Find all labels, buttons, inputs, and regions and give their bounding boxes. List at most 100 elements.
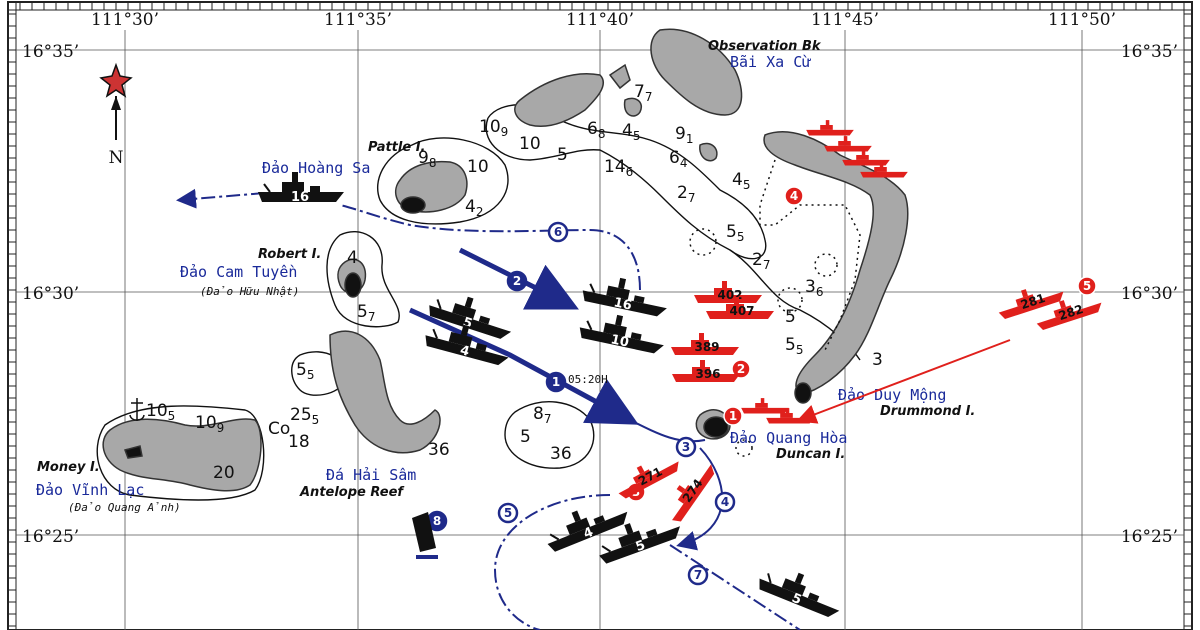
depth-sounding-fraction: 5 (633, 129, 641, 143)
pattle-english-label: Pattle I. (368, 140, 425, 155)
north-reef-island (514, 73, 605, 127)
blue-step-number: 3 (682, 440, 690, 454)
north-star-arrow-icon (99, 62, 133, 98)
antelope-vietnamese-label: Đá Hải Sâm (326, 466, 416, 484)
small-island-b (623, 97, 642, 117)
blue-step-marker: 6 (547, 221, 569, 243)
depth-sounding: 4 (347, 248, 358, 268)
blue-step-number: 8 (433, 514, 441, 528)
robert-vietnamese-label: Đảo Cam Tuyền (180, 263, 297, 281)
blue-tracks (176, 188, 801, 630)
red-step-marker: 5 (1077, 276, 1097, 296)
longitude-labels: 111°30’ 111°35’ 111°40’ 111°45’ 111°50’ (91, 10, 1116, 30)
depth-sounding: 20 (213, 463, 235, 483)
depth-sounding-fraction: 9 (217, 421, 225, 435)
red-ship: 282 (1032, 289, 1104, 332)
drummond-english-label: Drummond I. (880, 404, 975, 419)
depth-sounding-fraction: 9 (501, 125, 509, 139)
blue-ship: 16 (579, 269, 673, 320)
depth-sounding-fraction: 7 (368, 310, 376, 324)
latitude-label: 16°35’ (1121, 42, 1178, 62)
blue-step-number: 5 (504, 506, 512, 520)
latitude-label: 16°30’ (1121, 284, 1178, 304)
depth-sounding-fraction: 8 (598, 127, 606, 141)
grid-lines (16, 30, 1184, 630)
longitude-label: 111°35’ (324, 10, 392, 30)
depth-sounding: 10 (519, 134, 541, 154)
robert-black-islet (344, 272, 362, 298)
blue-step-marker: 5 (497, 502, 519, 524)
latitude-label: 16°25’ (1121, 527, 1178, 547)
pattle-black-islet (400, 196, 426, 214)
latitude-label: 16°30’ (22, 284, 79, 304)
depth-sounding-fraction: 5 (796, 343, 804, 357)
blue-ship: 16 (257, 171, 345, 205)
red-ship: 396 (672, 360, 740, 382)
depth-sounding: Co (268, 419, 290, 439)
observation-bank-island (650, 28, 743, 116)
time-label: 05:20H (568, 373, 608, 386)
red-tracks (796, 339, 1011, 424)
blue-ship: 5 (754, 559, 848, 622)
robert-english-label: Robert I. (258, 247, 321, 262)
blue-ship-number: 10 (609, 332, 630, 350)
depth-sounding: 5 (557, 145, 568, 165)
depth-sounding-fraction: 1 (686, 132, 694, 146)
latitude-label: 16°35’ (22, 42, 79, 62)
blue-ship: 4 (539, 492, 633, 555)
latitude-labels: 16°35’ 16°30’ 16°25’ 16°35’ 16°30’ 16°25… (22, 42, 1178, 547)
antelope-english-label: Antelope Reef (299, 485, 405, 500)
blue-step-number: 4 (721, 495, 729, 509)
robert-reef-contour (326, 230, 400, 328)
pattle-vietnamese-label: Đảo Hoàng Sa (262, 159, 370, 177)
depth-sounding: 3 (872, 350, 883, 370)
red-ship: 407 (706, 297, 774, 319)
money-island (102, 418, 262, 492)
depth-sounding: 36 (428, 440, 450, 460)
money-alt-label: (Đảo Quang Ảnh) (68, 501, 181, 514)
south-reef-contour (504, 401, 595, 469)
depth-sounding-fraction: 5 (307, 368, 315, 382)
duncan-english-label: Duncan I. (776, 447, 845, 462)
duncan-black-islet (703, 416, 729, 438)
observation-vietnamese-label: Bãi Xa Cừ (730, 53, 811, 71)
depth-sounding-fraction: 6 (816, 285, 824, 299)
pattle-reef-contour (377, 137, 509, 225)
longitude-label: 111°50’ (1048, 10, 1116, 30)
anchor-icon (129, 398, 145, 421)
longitude-label: 111°45’ (811, 10, 879, 30)
small-island-a (608, 63, 631, 90)
track-6-westward (339, 204, 641, 291)
island-labels: Pattle I. Đảo Hoàng Sa Robert I. Đảo Cam… (36, 39, 975, 514)
blue-step-marker: 1 (545, 371, 567, 393)
latitude-label: 16°25’ (22, 527, 79, 547)
depth-sounding-fraction: 7 (645, 90, 653, 104)
robert-alt-label: (Đảo Hữu Nhật) (200, 285, 299, 298)
blue-step-marker: 2 (506, 270, 528, 292)
red-ship-hull-number: 396 (695, 367, 720, 381)
red-step-number: 1 (729, 409, 737, 423)
blue-ship: 4 (421, 314, 515, 369)
money-english-label: Money I. (37, 460, 100, 475)
red-ship-hull-number: 407 (729, 304, 754, 318)
red-step-marker: 4 (784, 186, 804, 206)
frame-ticks (8, 2, 1192, 627)
red-ship: 281 (994, 278, 1066, 321)
depth-sounding-fraction: 7 (763, 258, 771, 272)
depth-sounding-fraction: 5 (737, 230, 745, 244)
small-island-c (699, 142, 718, 162)
red-step-number: 2 (737, 362, 745, 376)
money-vietnamese-label: Đảo Vĩnh Lạc (36, 481, 144, 499)
drummond-vietnamese-label: Đảo Duy Mộng (838, 386, 946, 404)
duncan-vietnamese-label: Đảo Quang Hòa (730, 429, 847, 447)
observation-contour-south (485, 117, 861, 361)
depth-sounding-fraction: 5 (312, 413, 320, 427)
blue-ship: 5 (591, 506, 685, 567)
observation-english-label: Observation Bk (708, 39, 822, 54)
dotted-shoals (689, 159, 861, 457)
red-step-marker: 1 (723, 406, 743, 426)
blue-ship-number: 16 (612, 295, 633, 313)
